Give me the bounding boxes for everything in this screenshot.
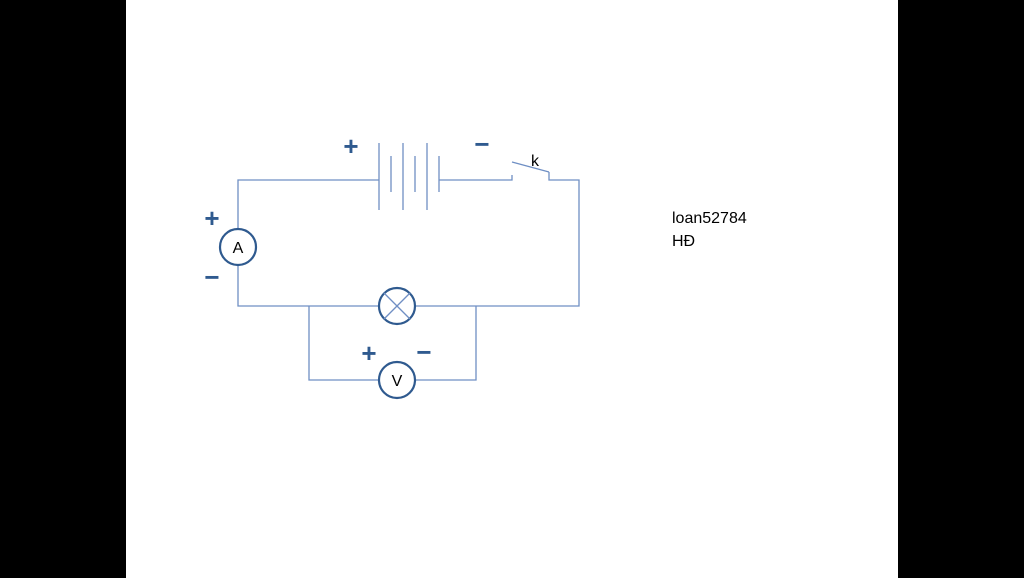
- switch-blade: [511, 161, 550, 173]
- svg-text:A: A: [233, 240, 244, 257]
- voltmeter-minus-sign: −: [416, 337, 431, 367]
- lamp: [377, 286, 417, 326]
- note-line-1: loan52784: [672, 210, 747, 227]
- voltmeter: V: [377, 360, 417, 400]
- ammeter: A: [218, 227, 258, 267]
- svg-text:V: V: [392, 373, 403, 390]
- voltmeter-plus-sign: +: [361, 338, 376, 368]
- ammeter-minus-sign: −: [204, 262, 219, 292]
- ammeter-plus-sign: +: [204, 203, 219, 233]
- wires: [237, 172, 580, 381]
- battery-plus-sign: +: [343, 131, 358, 161]
- battery-minus-sign: −: [474, 129, 489, 159]
- note-line-2: HĐ: [672, 233, 696, 250]
- switch-label: k: [531, 153, 540, 170]
- battery: [378, 143, 440, 210]
- slide: [126, 0, 898, 578]
